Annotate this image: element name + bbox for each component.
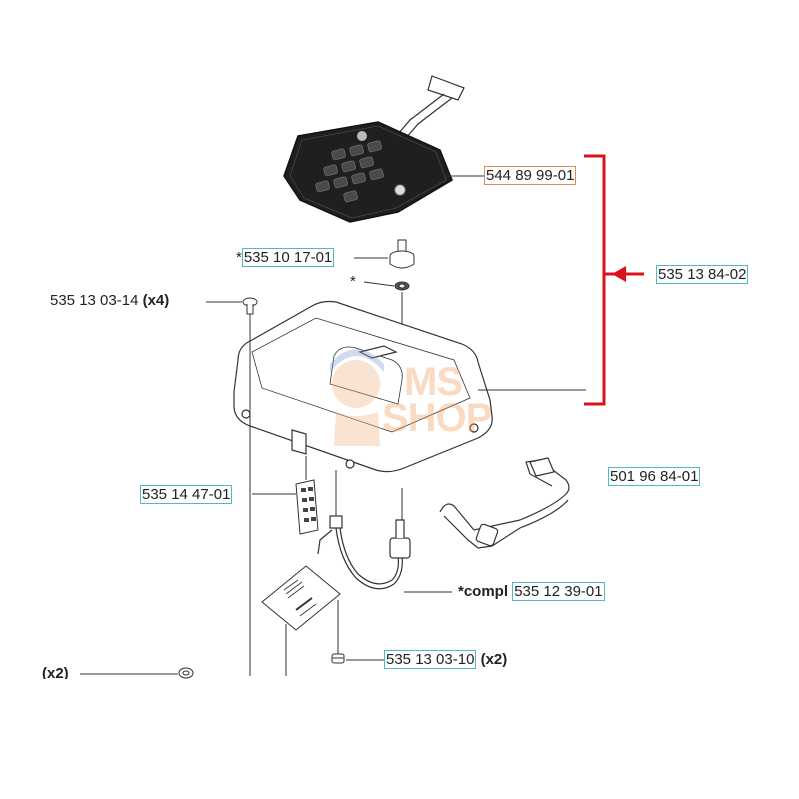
bottom-screw-part-number[interactable]: 535 13 03-10 [384, 650, 477, 669]
bracket-part-number[interactable]: 501 96 84-01 [608, 467, 701, 486]
knob-part-label[interactable]: *535 10 17-01 [236, 248, 335, 267]
boundary-bracket [439, 457, 570, 549]
cable-prefix: *compl [458, 583, 509, 600]
watermark-line1: MS [404, 360, 463, 404]
kit-part-number[interactable]: 535 13 84-02 [656, 265, 749, 284]
washer-marker: * [350, 273, 356, 290]
keypad-membrane [283, 121, 453, 223]
keypad-part-label[interactable]: 544 89 99-01 [484, 166, 577, 185]
body-housing [233, 300, 493, 473]
cable-part-label[interactable]: *compl 535 12 39-01 [458, 582, 605, 601]
cable-harness [317, 515, 411, 590]
sensor-part-label[interactable]: 535 14 47-01 [140, 485, 233, 504]
manual-card [261, 565, 341, 631]
crop-area [0, 680, 799, 799]
watermark-text: MS SHOP [382, 360, 492, 440]
cut-part-qty: (x2) [42, 665, 69, 679]
top-screw [242, 297, 258, 315]
keypad-ribbon-cable [397, 75, 465, 139]
top-screw-label[interactable]: 535 13 03-14 (x4) [50, 292, 169, 309]
height-knob [389, 239, 415, 291]
kit-part-label[interactable]: 535 13 84-02 [656, 265, 749, 284]
knob-part-number[interactable]: 535 10 17-01 [241, 248, 335, 267]
washer-leader [363, 281, 395, 287]
cut-part-label: (x2) [42, 665, 69, 679]
sensor-connector [295, 479, 319, 535]
bottom-screw-qty: (x2) [480, 651, 508, 668]
watermark-line2: SHOP [382, 396, 492, 440]
sensor-part-number[interactable]: 535 14 47-01 [140, 485, 233, 504]
cable-part-number[interactable]: 535 12 39-01 [512, 582, 605, 601]
bottom-screw [331, 653, 345, 664]
keypad-part-number[interactable]: 544 89 99-01 [484, 166, 577, 185]
washer-marker-label: * [350, 273, 356, 290]
watermark-mascot [330, 349, 384, 446]
bottom-screw-label[interactable]: 535 13 03-10 (x2) [384, 650, 508, 669]
cut-part [178, 667, 194, 679]
knob-prefix: * [236, 249, 242, 266]
top-screw-qty: (x4) [142, 292, 170, 309]
bracket-part-label[interactable]: 501 96 84-01 [608, 467, 701, 486]
kit-bracket [584, 154, 644, 406]
top-screw-part-number[interactable]: 535 13 03-14 [50, 292, 139, 309]
